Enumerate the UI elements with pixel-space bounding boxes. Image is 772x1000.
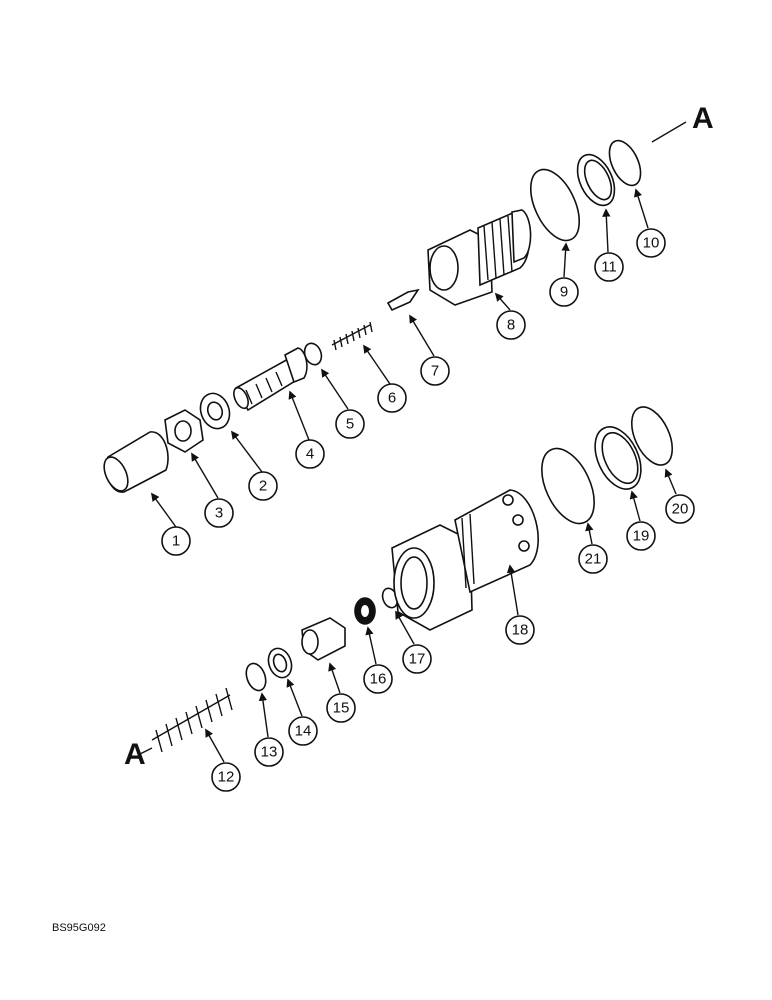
callout-7: 7 <box>420 356 450 386</box>
callout-2: 2 <box>248 471 278 501</box>
reference-marker-top: A <box>692 102 714 135</box>
callout-10: 10 <box>636 228 666 258</box>
part-backup-ring-lower <box>267 647 293 679</box>
part-lock-ring <box>354 597 376 625</box>
callout-19: 19 <box>626 521 656 551</box>
part-valve-body-lower <box>391 489 539 631</box>
part-backup-ring-xl <box>594 426 642 490</box>
part-cap <box>103 431 169 493</box>
svg-text:18: 18 <box>512 622 529 639</box>
svg-text:5: 5 <box>346 416 354 433</box>
part-spring-small <box>331 321 373 351</box>
svg-text:7: 7 <box>431 363 439 380</box>
svg-text:17: 17 <box>409 651 426 668</box>
svg-text:20: 20 <box>672 501 689 518</box>
callout-3: 3 <box>204 498 234 528</box>
part-o-ring-lower <box>245 662 267 692</box>
part-o-ring-outer <box>630 406 674 466</box>
part-piston <box>301 617 346 661</box>
svg-text:11: 11 <box>601 259 617 276</box>
callout-1: 1 <box>161 526 191 556</box>
part-backup-ring <box>576 153 616 207</box>
callout-18: 18 <box>505 615 535 645</box>
callout-6: 6 <box>377 383 407 413</box>
callout-14: 14 <box>288 716 318 746</box>
part-o-ring-large <box>529 168 581 242</box>
reference-line-top <box>651 121 687 143</box>
callout-20: 20 <box>665 494 695 524</box>
svg-text:15: 15 <box>333 700 350 717</box>
part-poppet <box>386 288 420 312</box>
svg-text:4: 4 <box>306 446 314 463</box>
svg-text:9: 9 <box>560 284 568 301</box>
part-o-ring-xl <box>541 447 595 525</box>
svg-text:8: 8 <box>507 317 515 334</box>
callout-11: 11 <box>594 252 624 282</box>
callout-9: 9 <box>549 277 579 307</box>
part-nut <box>164 409 204 453</box>
svg-text:13: 13 <box>261 744 278 761</box>
callout-13: 13 <box>254 737 284 767</box>
part-washer <box>199 392 231 430</box>
reference-marker-bottom: A <box>124 738 146 771</box>
reference-line-bottom <box>139 747 153 755</box>
part-spring-large <box>151 687 233 753</box>
svg-text:14: 14 <box>295 723 312 740</box>
part-o-ring-medium <box>608 139 642 187</box>
part-valve-body-upper <box>427 209 532 306</box>
svg-text:16: 16 <box>370 671 387 688</box>
part-adjusting-screw <box>233 347 308 412</box>
drawing-code: BS95G092 <box>52 922 106 934</box>
callout-8: 8 <box>496 310 526 340</box>
svg-text:3: 3 <box>215 505 223 522</box>
callout-5: 5 <box>335 409 365 439</box>
part-o-ring-small <box>303 342 323 366</box>
callout-15: 15 <box>326 693 356 723</box>
svg-text:19: 19 <box>633 528 650 545</box>
svg-text:12: 12 <box>218 769 235 786</box>
callout-21: 21 <box>578 544 608 574</box>
callout-4: 4 <box>295 439 325 469</box>
svg-text:2: 2 <box>259 478 267 495</box>
callout-12: 12 <box>211 762 241 792</box>
svg-text:10: 10 <box>643 235 660 252</box>
leader-lines <box>151 188 677 763</box>
svg-text:1: 1 <box>172 533 180 550</box>
callout-17: 17 <box>402 644 432 674</box>
svg-text:6: 6 <box>388 390 396 407</box>
svg-text:21: 21 <box>585 551 602 568</box>
callout-16: 16 <box>363 664 393 694</box>
